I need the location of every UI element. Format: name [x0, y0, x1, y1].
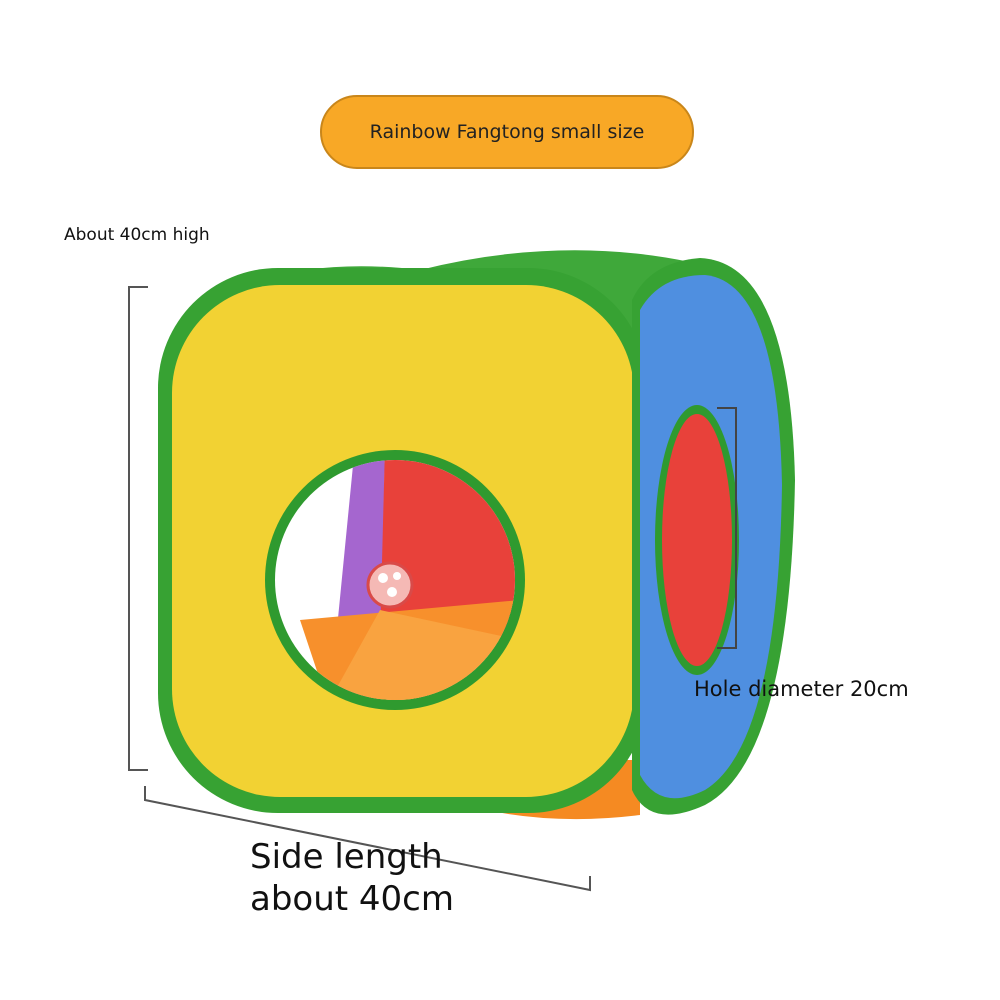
- hole-bracket: [717, 407, 737, 649]
- title-text: Rainbow Fangtong small size: [369, 121, 645, 143]
- hole-interior: [275, 460, 515, 700]
- side-length-label: Side length about 40cm: [250, 837, 454, 919]
- side-length-line: [144, 786, 591, 892]
- toy-ball: [368, 563, 412, 607]
- side-hole-red: [662, 414, 732, 666]
- cat-tunnel-cube: [158, 250, 795, 820]
- height-bracket: [128, 286, 148, 771]
- hole-diameter-label: Hole diameter 20cm: [694, 677, 909, 701]
- height-label: About 40cm high: [64, 225, 210, 245]
- title-badge: Rainbow Fangtong small size: [320, 95, 694, 169]
